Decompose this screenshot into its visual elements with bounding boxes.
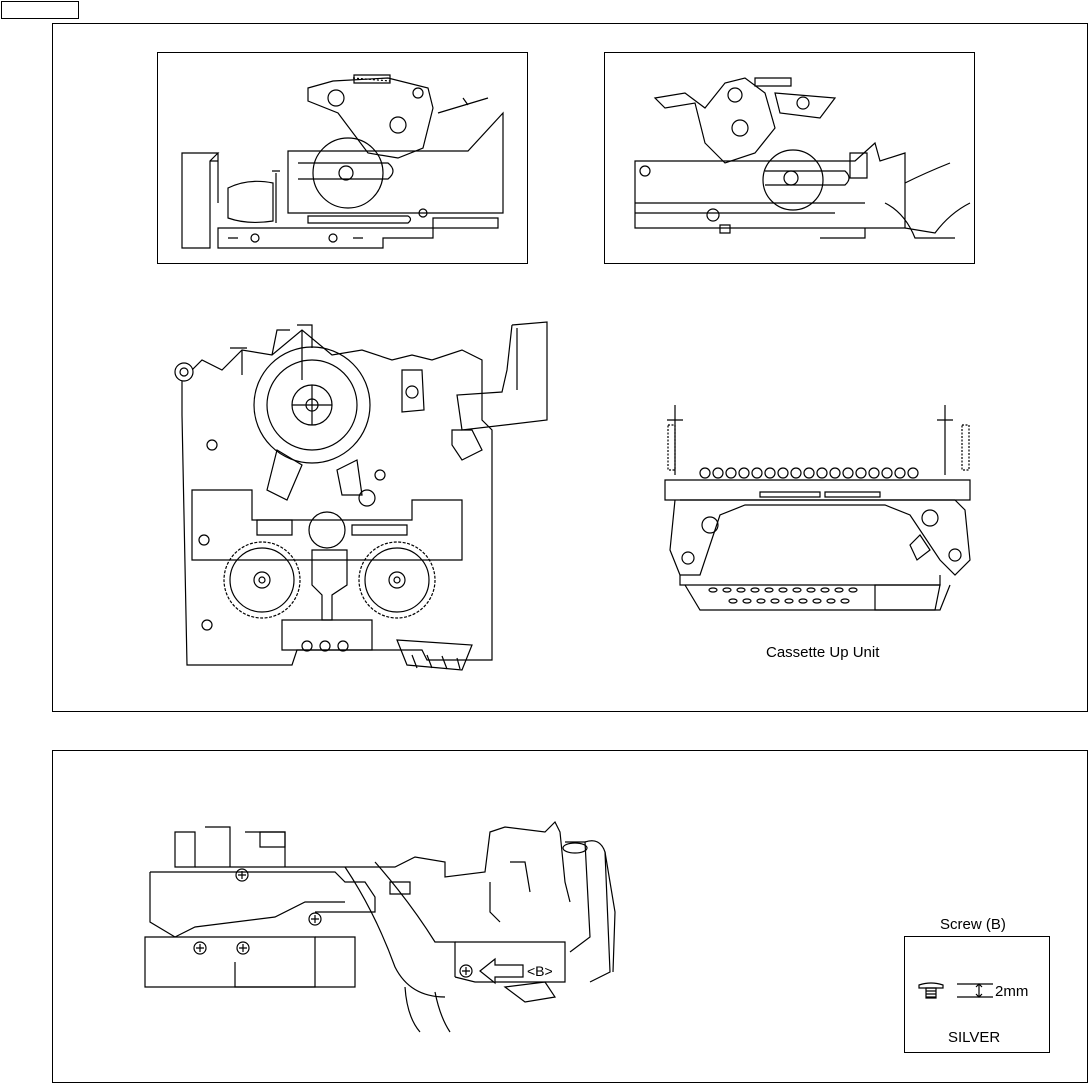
screw-size-label: 2mm xyxy=(995,983,1028,1000)
screw-finish-label: SILVER xyxy=(948,1029,1000,1046)
cassette-up-unit-label: Cassette Up Unit xyxy=(766,644,879,661)
arrow-left-icon xyxy=(480,959,523,983)
inset-left-detail xyxy=(157,52,528,264)
callout-b-label: <B> xyxy=(527,963,553,979)
screw-head-icon xyxy=(919,983,949,999)
deck-mechanism-top-view xyxy=(162,320,552,685)
screw-title: Screw (B) xyxy=(940,916,1006,933)
screw-length-dimension-icon xyxy=(957,983,993,999)
inset-right-detail xyxy=(604,52,975,264)
mechanism-side-view-right xyxy=(605,53,976,265)
cassette-up-unit-drawing xyxy=(655,400,980,612)
page-tab xyxy=(1,1,79,19)
deck-side-view-screw-b xyxy=(145,822,620,1034)
mechanism-side-view-left xyxy=(158,53,529,265)
screw-info-box: 2mm SILVER xyxy=(904,936,1050,1053)
